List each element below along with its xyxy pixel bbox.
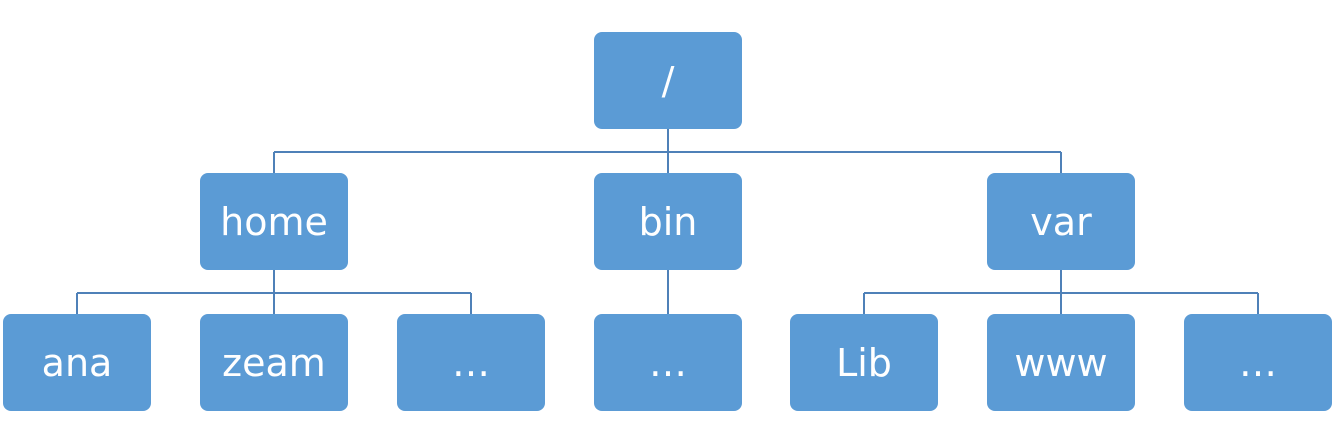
node-label: home (220, 199, 328, 244)
node-label: zeam (222, 340, 326, 385)
node-bin: bin (594, 173, 742, 270)
node-label: … (452, 340, 490, 385)
node-label: Lib (836, 340, 892, 385)
node-label: var (1030, 199, 1092, 244)
node-var: var (987, 173, 1135, 270)
node-home: home (200, 173, 348, 270)
node-label: www (1014, 340, 1108, 385)
node-label: / (661, 58, 675, 103)
node-home-ellipsis: … (397, 314, 545, 411)
node-label: bin (638, 199, 698, 244)
node-label: ana (41, 340, 113, 385)
node-zeam: zeam (200, 314, 348, 411)
node-bin-ellipsis: … (594, 314, 742, 411)
node-www: www (987, 314, 1135, 411)
node-var-ellipsis: … (1184, 314, 1332, 411)
node-label: … (649, 340, 687, 385)
node-ana: ana (3, 314, 151, 411)
node-label: … (1239, 340, 1277, 385)
node-root: / (594, 32, 742, 129)
node-lib: Lib (790, 314, 938, 411)
